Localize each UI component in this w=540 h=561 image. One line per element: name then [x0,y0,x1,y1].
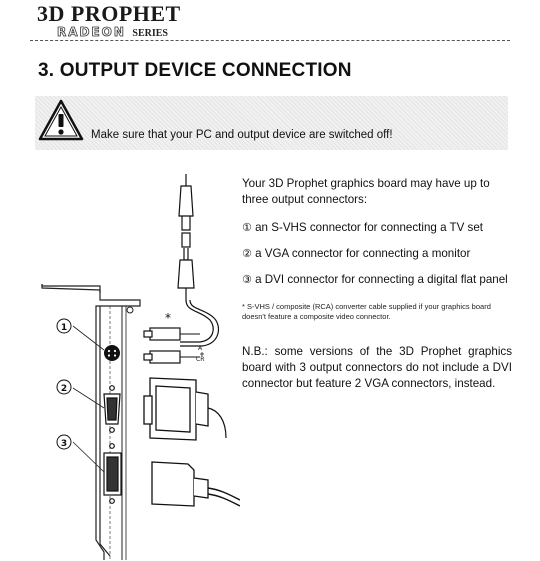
callout-3: 3 [61,439,67,449]
brand-logo: 3D PROPHET [37,2,181,26]
section-title: 3. OUTPUT DEVICE CONNECTION [38,60,352,81]
footnote: * S-VHS / composite (RCA) converter cabl… [242,302,491,321]
connector-item-svhs: ① an S-VHS connector for connecting a TV… [242,220,512,236]
connector-text: a DVI connector for connecting a digital… [255,273,508,286]
cable-label-cr: CR [196,356,204,363]
brand-name: 3D PROPHET [37,1,181,26]
intro-text: Your 3D Prophet graphics board may have … [242,177,490,206]
instructions: Your 3D Prophet graphics board may have … [242,176,512,392]
marker-2: ② [242,247,252,260]
nb-note: N.B.: some versions of the 3D Prophet gr… [242,345,512,390]
marker-3: ③ [242,273,252,286]
marker-1: ① [242,221,252,234]
callout-2: 2 [61,384,67,394]
brand-series: SERIES [132,28,168,39]
connector-text: a VGA connector for connecting a monitor [255,247,471,260]
warning-text: Make sure that your PC and output device… [91,129,393,141]
graphics-card-illustration: 1 2 3 * A CR [41,174,240,560]
callout-1: 1 [61,323,67,333]
connector-item-dvi: ③ a DVI connector for connecting a digit… [242,272,512,288]
warning-triangle-icon [38,99,84,141]
header-rule [30,40,510,41]
vga-port [103,385,121,433]
brand-series-line: RADEON SERIES [57,23,168,41]
warning-band [35,96,508,150]
svhs-port [104,345,120,361]
connector-text: an S-VHS connector for connecting a TV s… [255,221,484,234]
vga-plug [143,377,209,441]
asterisk-label: * [165,311,171,325]
dvi-port [103,443,122,504]
svhs-cable [177,174,220,347]
connector-item-vga: ② a VGA connector for connecting a monit… [242,246,512,262]
brand-radeon: RADEON [57,25,126,40]
rca-plugs [143,327,181,364]
dvi-plug [151,461,209,507]
cable-label-a: A [198,345,203,352]
